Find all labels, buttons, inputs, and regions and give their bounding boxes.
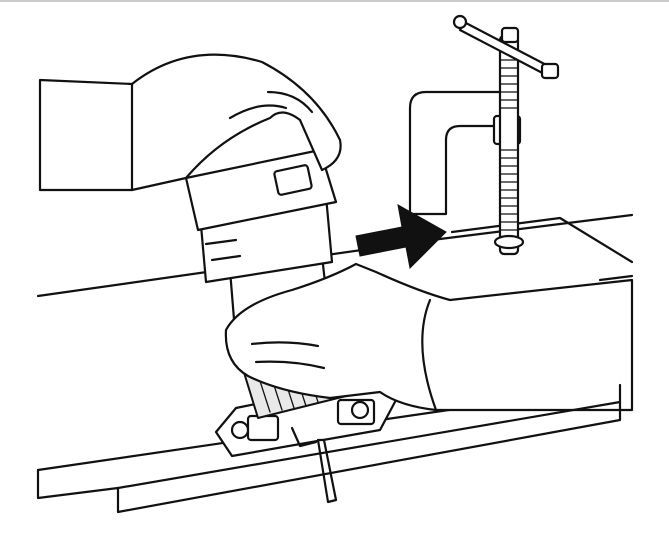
board-right-edge	[598, 274, 634, 282]
router-switch-button	[273, 164, 313, 196]
right-finger-line-1	[228, 104, 288, 120]
left-hand-glove	[224, 262, 634, 412]
clamp-screw-threads	[499, 59, 519, 239]
guide-screw-left	[230, 420, 250, 440]
feed-direction-arrow	[355, 204, 447, 270]
clamp-pad	[493, 234, 525, 250]
left-finger-line-2	[254, 360, 326, 370]
left-hand	[224, 262, 634, 412]
straight-guide	[214, 376, 398, 504]
board-front-thickness	[36, 383, 622, 514]
clamp-c-frame	[408, 90, 508, 216]
bench-clamp	[408, 14, 560, 256]
router-lock-lever	[204, 238, 242, 262]
left-cuff-line	[421, 298, 438, 412]
right-hand	[38, 53, 342, 192]
right-hand-glove	[38, 53, 342, 192]
board-front-face	[36, 383, 622, 514]
clamp-handle-end-left	[452, 14, 468, 30]
guide-knob-left	[246, 414, 280, 442]
clamp-screw-cap	[500, 26, 520, 44]
clamp-screw	[498, 34, 520, 256]
board-top-surface-edge	[450, 216, 634, 264]
left-finger-line-1	[250, 341, 320, 348]
guide-bracket	[290, 426, 318, 448]
board-bevel-line	[116, 400, 622, 490]
router-bit	[316, 438, 338, 504]
right-finger-line-2	[266, 90, 314, 114]
board-back-edge-right	[430, 213, 634, 242]
guide-screw-right	[350, 400, 370, 420]
clamp-handle-end-right	[540, 62, 560, 80]
